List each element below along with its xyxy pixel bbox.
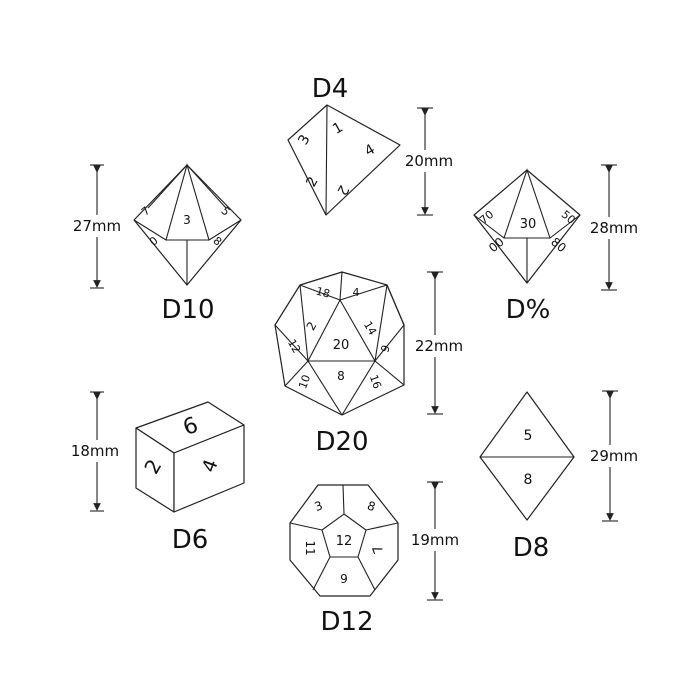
dpct-dimension: 28mm (584, 164, 646, 291)
dpct-face-30: 30 (520, 217, 537, 232)
d6-label: D6 (172, 525, 209, 555)
d6-dimension: 18mm (64, 391, 130, 512)
d12-face-3: 3 (313, 498, 325, 514)
d12-die: 3 8 12 11 7 9 D12 19mm (289, 481, 466, 637)
d10-die: 3 7 5 0 8 D10 27mm (64, 163, 242, 325)
d12-face-8: 8 (365, 498, 377, 514)
d4-outline (287, 104, 401, 216)
d8-outline (479, 391, 575, 521)
d6-die: 6 2 4 D6 18mm (64, 391, 245, 555)
d20-face-10: 10 (296, 373, 313, 391)
d10-dimension: 27mm (64, 164, 130, 289)
d20-dimension: 22mm (408, 271, 470, 415)
d12-size: 19mm (411, 531, 459, 549)
d4-dimension: 20mm (398, 107, 460, 216)
d4-die: 1 4 3 2 2 D4 20mm (287, 74, 460, 216)
d10-size: 27mm (73, 217, 121, 235)
d20-face-20: 20 (333, 338, 350, 353)
d20-label: D20 (315, 427, 368, 457)
d20-face-14: 14 (361, 319, 379, 338)
d4-label: D4 (312, 74, 349, 104)
d6-size: 18mm (71, 442, 119, 460)
dpct-die: 30 70 50 00 80 D% 28mm (473, 164, 646, 325)
d4-size: 20mm (405, 152, 453, 170)
dpct-label: D% (506, 295, 551, 325)
d20-face-4: 4 (353, 286, 360, 299)
d8-die: 5 8 D8 29mm (479, 390, 644, 563)
d8-face-5: 5 (524, 428, 533, 444)
d12-face-11: 11 (303, 540, 317, 555)
d8-size: 29mm (590, 447, 638, 465)
d12-outline (289, 484, 399, 597)
d12-face-9: 9 (340, 572, 348, 586)
d20-face-18: 18 (314, 285, 331, 301)
d20-face-9: 9 (378, 343, 393, 354)
d8-face-8: 8 (524, 472, 533, 488)
d10-face-3: 3 (183, 213, 191, 227)
d20-face-16: 16 (367, 373, 384, 391)
d10-label: D10 (161, 295, 214, 325)
d20-size: 22mm (415, 337, 463, 355)
d12-label: D12 (320, 607, 373, 637)
d6-right-face (173, 424, 245, 513)
d4-edge (325, 104, 328, 216)
d12-face-12: 12 (336, 534, 353, 549)
d20-face-12: 12 (285, 337, 303, 356)
dpct-size: 28mm (590, 219, 638, 237)
d12-dimension: 19mm (404, 481, 466, 601)
d20-die: 18 4 2 14 20 12 9 8 10 16 D20 22mm (274, 271, 470, 457)
d8-dimension: 29mm (582, 390, 644, 522)
d8-label: D8 (513, 533, 550, 563)
d20-face-8: 8 (337, 369, 345, 383)
